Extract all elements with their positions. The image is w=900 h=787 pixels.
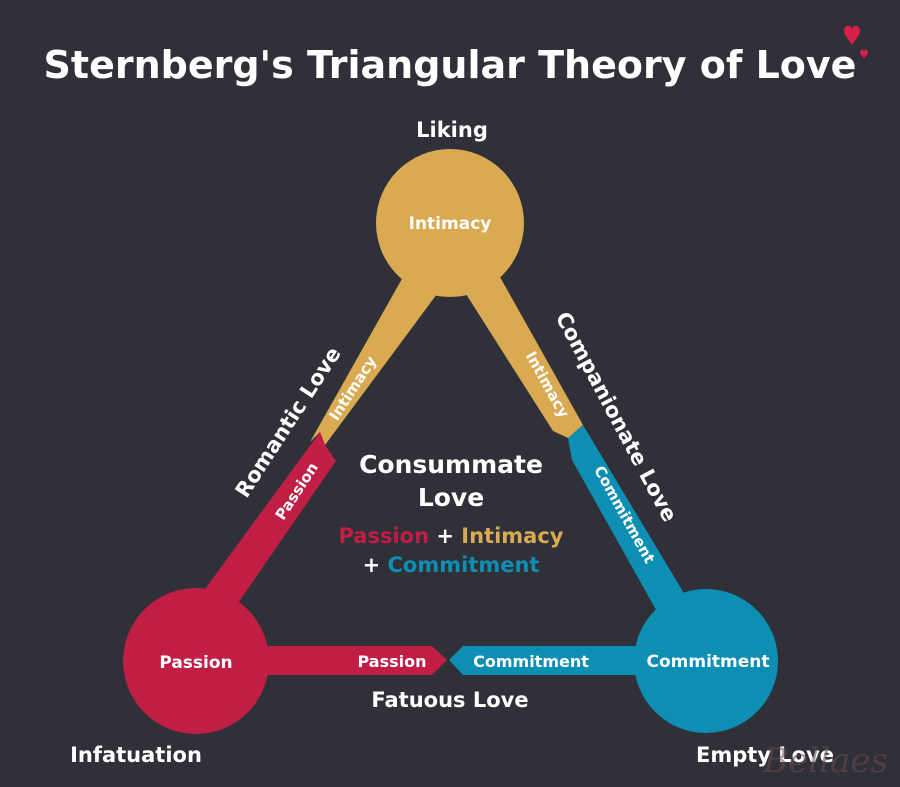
consummate-formula-line1: Passion + Intimacy xyxy=(338,524,563,548)
companionate-love-edge xyxy=(466,277,688,617)
bottom-passion-bar xyxy=(250,646,447,675)
infatuation-label: Infatuation xyxy=(70,743,202,767)
right-commitment-bar xyxy=(568,425,688,617)
passion-node-label: Passion xyxy=(159,653,232,673)
consummate-line1: Consummate xyxy=(359,450,543,479)
bottom-commitment-bar-label: Commitment xyxy=(473,652,589,671)
bottom-passion-bar-label: Passion xyxy=(357,652,426,671)
consummate-formula-line2: + Commitment xyxy=(363,553,540,577)
fatuous-love-edge xyxy=(250,646,650,675)
commitment-node-label: Commitment xyxy=(646,652,769,672)
romantic-love-edge xyxy=(205,277,437,606)
passion-circle xyxy=(123,588,269,734)
intimacy-node-label: Intimacy xyxy=(409,214,492,234)
page-title: Sternberg's Triangular Theory of Love xyxy=(44,43,857,87)
formula-plus-2: + xyxy=(363,553,381,577)
left-passion-bar xyxy=(205,432,336,606)
empty-love-label: Empty Love xyxy=(696,743,834,767)
watermark-text: Bellaes xyxy=(762,741,888,781)
right-intimacy-bar xyxy=(466,277,583,438)
formula-intimacy: Intimacy xyxy=(461,524,564,548)
formula-plus-1: + xyxy=(436,524,454,548)
hearts-icon xyxy=(844,25,868,59)
fatuous-love-label: Fatuous Love xyxy=(371,688,528,712)
consummate-line2: Love xyxy=(418,483,484,512)
liking-label: Liking xyxy=(416,118,488,142)
bottom-commitment-bar xyxy=(449,646,650,675)
formula-passion: Passion xyxy=(338,524,429,548)
left-intimacy-bar xyxy=(310,277,437,445)
formula-commitment: Commitment xyxy=(387,553,539,577)
commitment-circle xyxy=(634,589,778,733)
intimacy-circle xyxy=(376,149,524,297)
